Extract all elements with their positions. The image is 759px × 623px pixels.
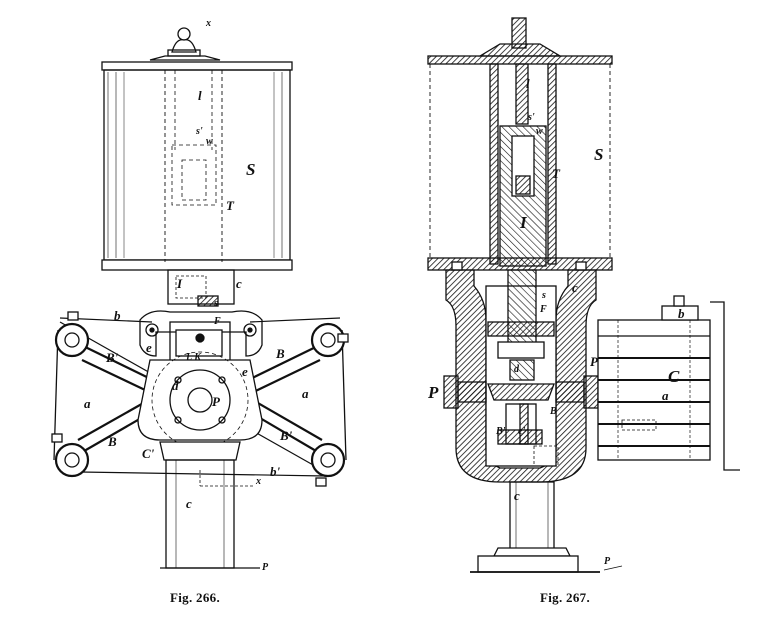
label-a-left: a <box>84 396 91 411</box>
label-x-bottom: x <box>255 476 261 487</box>
fig267-housing <box>445 269 597 483</box>
label-b-prime-bottom: b' <box>270 464 281 479</box>
label-e-prime-267: e' <box>518 426 525 437</box>
label-a-267: a <box>662 388 669 403</box>
label-s-267: s <box>541 290 546 301</box>
label-b-267: b <box>678 306 685 321</box>
label-i: I <box>176 276 183 291</box>
label-s-prime: s' <box>195 126 203 137</box>
label-p-base: P <box>262 562 269 573</box>
label-s-cylinder: S <box>246 160 255 179</box>
fig267-labels: l s' w S T I s F c b P C d P a B B' e' c… <box>427 76 685 567</box>
label-b-prime-267: B' <box>495 426 506 437</box>
label-i-267: I <box>519 213 528 232</box>
label-p: P <box>212 394 221 409</box>
fig267-pedestal <box>470 481 623 573</box>
fig267-cap <box>427 17 613 65</box>
label-l-267: l <box>526 76 530 91</box>
label-p-base-267: P <box>604 556 611 567</box>
label-p-right-267: P <box>590 354 599 369</box>
label-b-prime-right: B' <box>279 428 293 443</box>
fig267-tube <box>489 63 557 267</box>
label-a-right: a <box>302 386 309 401</box>
label-w-267: w <box>536 126 543 137</box>
fig266-corner-bosses <box>51 311 349 487</box>
label-c-lower: c <box>186 496 192 511</box>
label-w: w <box>206 136 213 147</box>
label-c-prime: C' <box>142 446 155 461</box>
label-c-upper: c <box>236 276 242 291</box>
fig266-drawing <box>51 27 349 569</box>
label-f-267: F <box>539 304 547 315</box>
fig267-drawing <box>427 17 740 573</box>
label-d: d <box>172 378 179 393</box>
fig266-frame <box>139 310 263 365</box>
fig266-neck <box>167 269 235 307</box>
label-c-upper-267: c <box>572 280 578 295</box>
label-f: F <box>213 316 221 327</box>
label-d-267: d <box>514 364 520 375</box>
label-p-left-267: P <box>427 383 439 402</box>
caption-fig-266: Fig. 266. <box>170 590 221 605</box>
label-c-lower-267: c <box>514 488 520 503</box>
fig266-pedestal <box>159 441 260 569</box>
label-e-left: e <box>146 340 152 355</box>
fig266-cylinder-s <box>101 61 293 271</box>
label-s-prime-267: s' <box>527 112 535 123</box>
label-e-right: e <box>242 364 248 379</box>
label-c-attachment-267: C <box>668 367 680 386</box>
label-s: s <box>213 298 218 309</box>
label-b-right: B <box>275 346 285 361</box>
fig266-labels: x l s' w S T I c s b F e B' B L K e d P … <box>84 18 309 573</box>
label-t: T <box>226 198 235 213</box>
fig266-finial <box>149 27 221 61</box>
label-b: b <box>114 308 121 323</box>
label-t-267: T <box>552 166 561 181</box>
label-l-k: L K <box>185 352 202 363</box>
label-s-cylinder-267: S <box>594 145 603 164</box>
label-x-top: x <box>205 18 211 29</box>
caption-fig-267: Fig. 267. <box>540 590 591 605</box>
fig267-attachment-c <box>597 295 740 471</box>
label-b-prime-left: B' <box>105 350 119 365</box>
fig266-hub <box>137 351 263 449</box>
label-b-left: B <box>107 434 117 449</box>
label-l: l <box>198 88 202 103</box>
label-b-267-inner: B <box>549 406 557 417</box>
